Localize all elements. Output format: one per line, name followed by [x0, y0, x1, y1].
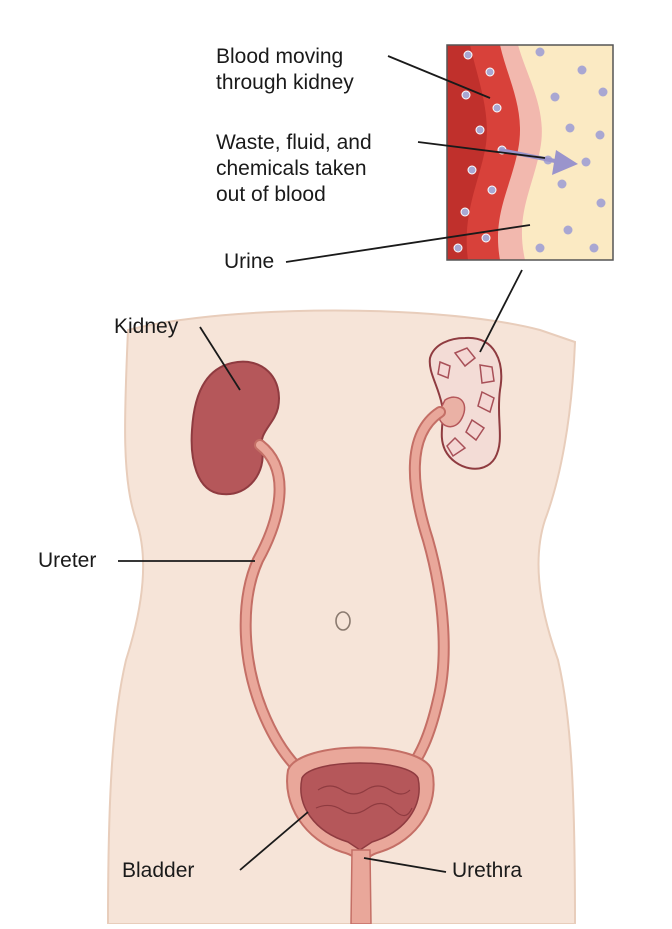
inset-blood-filtration	[447, 45, 613, 260]
label-waste-line-2: chemicals taken	[216, 156, 372, 182]
label-blood-moving: Blood moving through kidney	[216, 44, 354, 96]
label-waste-line-3: out of blood	[216, 182, 372, 208]
urethra	[351, 850, 371, 924]
label-blood-line-1: Blood moving	[216, 44, 354, 70]
label-bladder: Bladder	[122, 858, 194, 884]
label-urethra: Urethra	[452, 858, 522, 884]
label-blood-line-2: through kidney	[216, 70, 354, 96]
label-waste: Waste, fluid, and chemicals taken out of…	[216, 130, 372, 208]
label-waste-line-1: Waste, fluid, and	[216, 130, 372, 156]
label-kidney: Kidney	[114, 314, 178, 340]
label-urine: Urine	[224, 249, 274, 275]
label-ureter: Ureter	[38, 548, 96, 574]
